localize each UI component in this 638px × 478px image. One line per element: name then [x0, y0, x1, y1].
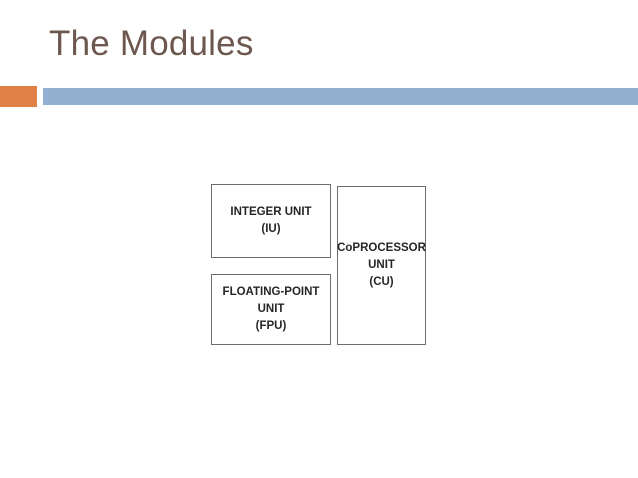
- block-integer-unit-line-2: (IU): [261, 223, 281, 235]
- block-integer-unit: INTEGER UNIT (IU): [211, 184, 331, 258]
- block-floating-point-unit: FLOATING-POINT UNIT (FPU): [211, 274, 331, 345]
- title-accent-bar: [0, 86, 37, 107]
- block-floating-point-unit-line-2: UNIT: [257, 303, 285, 316]
- title-divider-rule: [43, 88, 638, 105]
- page-title: The Modules: [49, 24, 254, 63]
- block-floating-point-unit-line-3: (FPU): [255, 319, 287, 332]
- block-integer-unit-line-1: INTEGER UNIT: [230, 206, 312, 219]
- block-coprocessor-unit: CoPROCESSOR UNIT (CU): [337, 186, 426, 345]
- block-coprocessor-unit-line-2: UNIT: [368, 259, 395, 272]
- block-coprocessor-unit-line-3: (CU): [369, 275, 394, 288]
- block-floating-point-unit-line-1: FLOATING-POINT: [222, 286, 320, 299]
- block-coprocessor-unit-line-1: CoPROCESSOR: [337, 242, 426, 255]
